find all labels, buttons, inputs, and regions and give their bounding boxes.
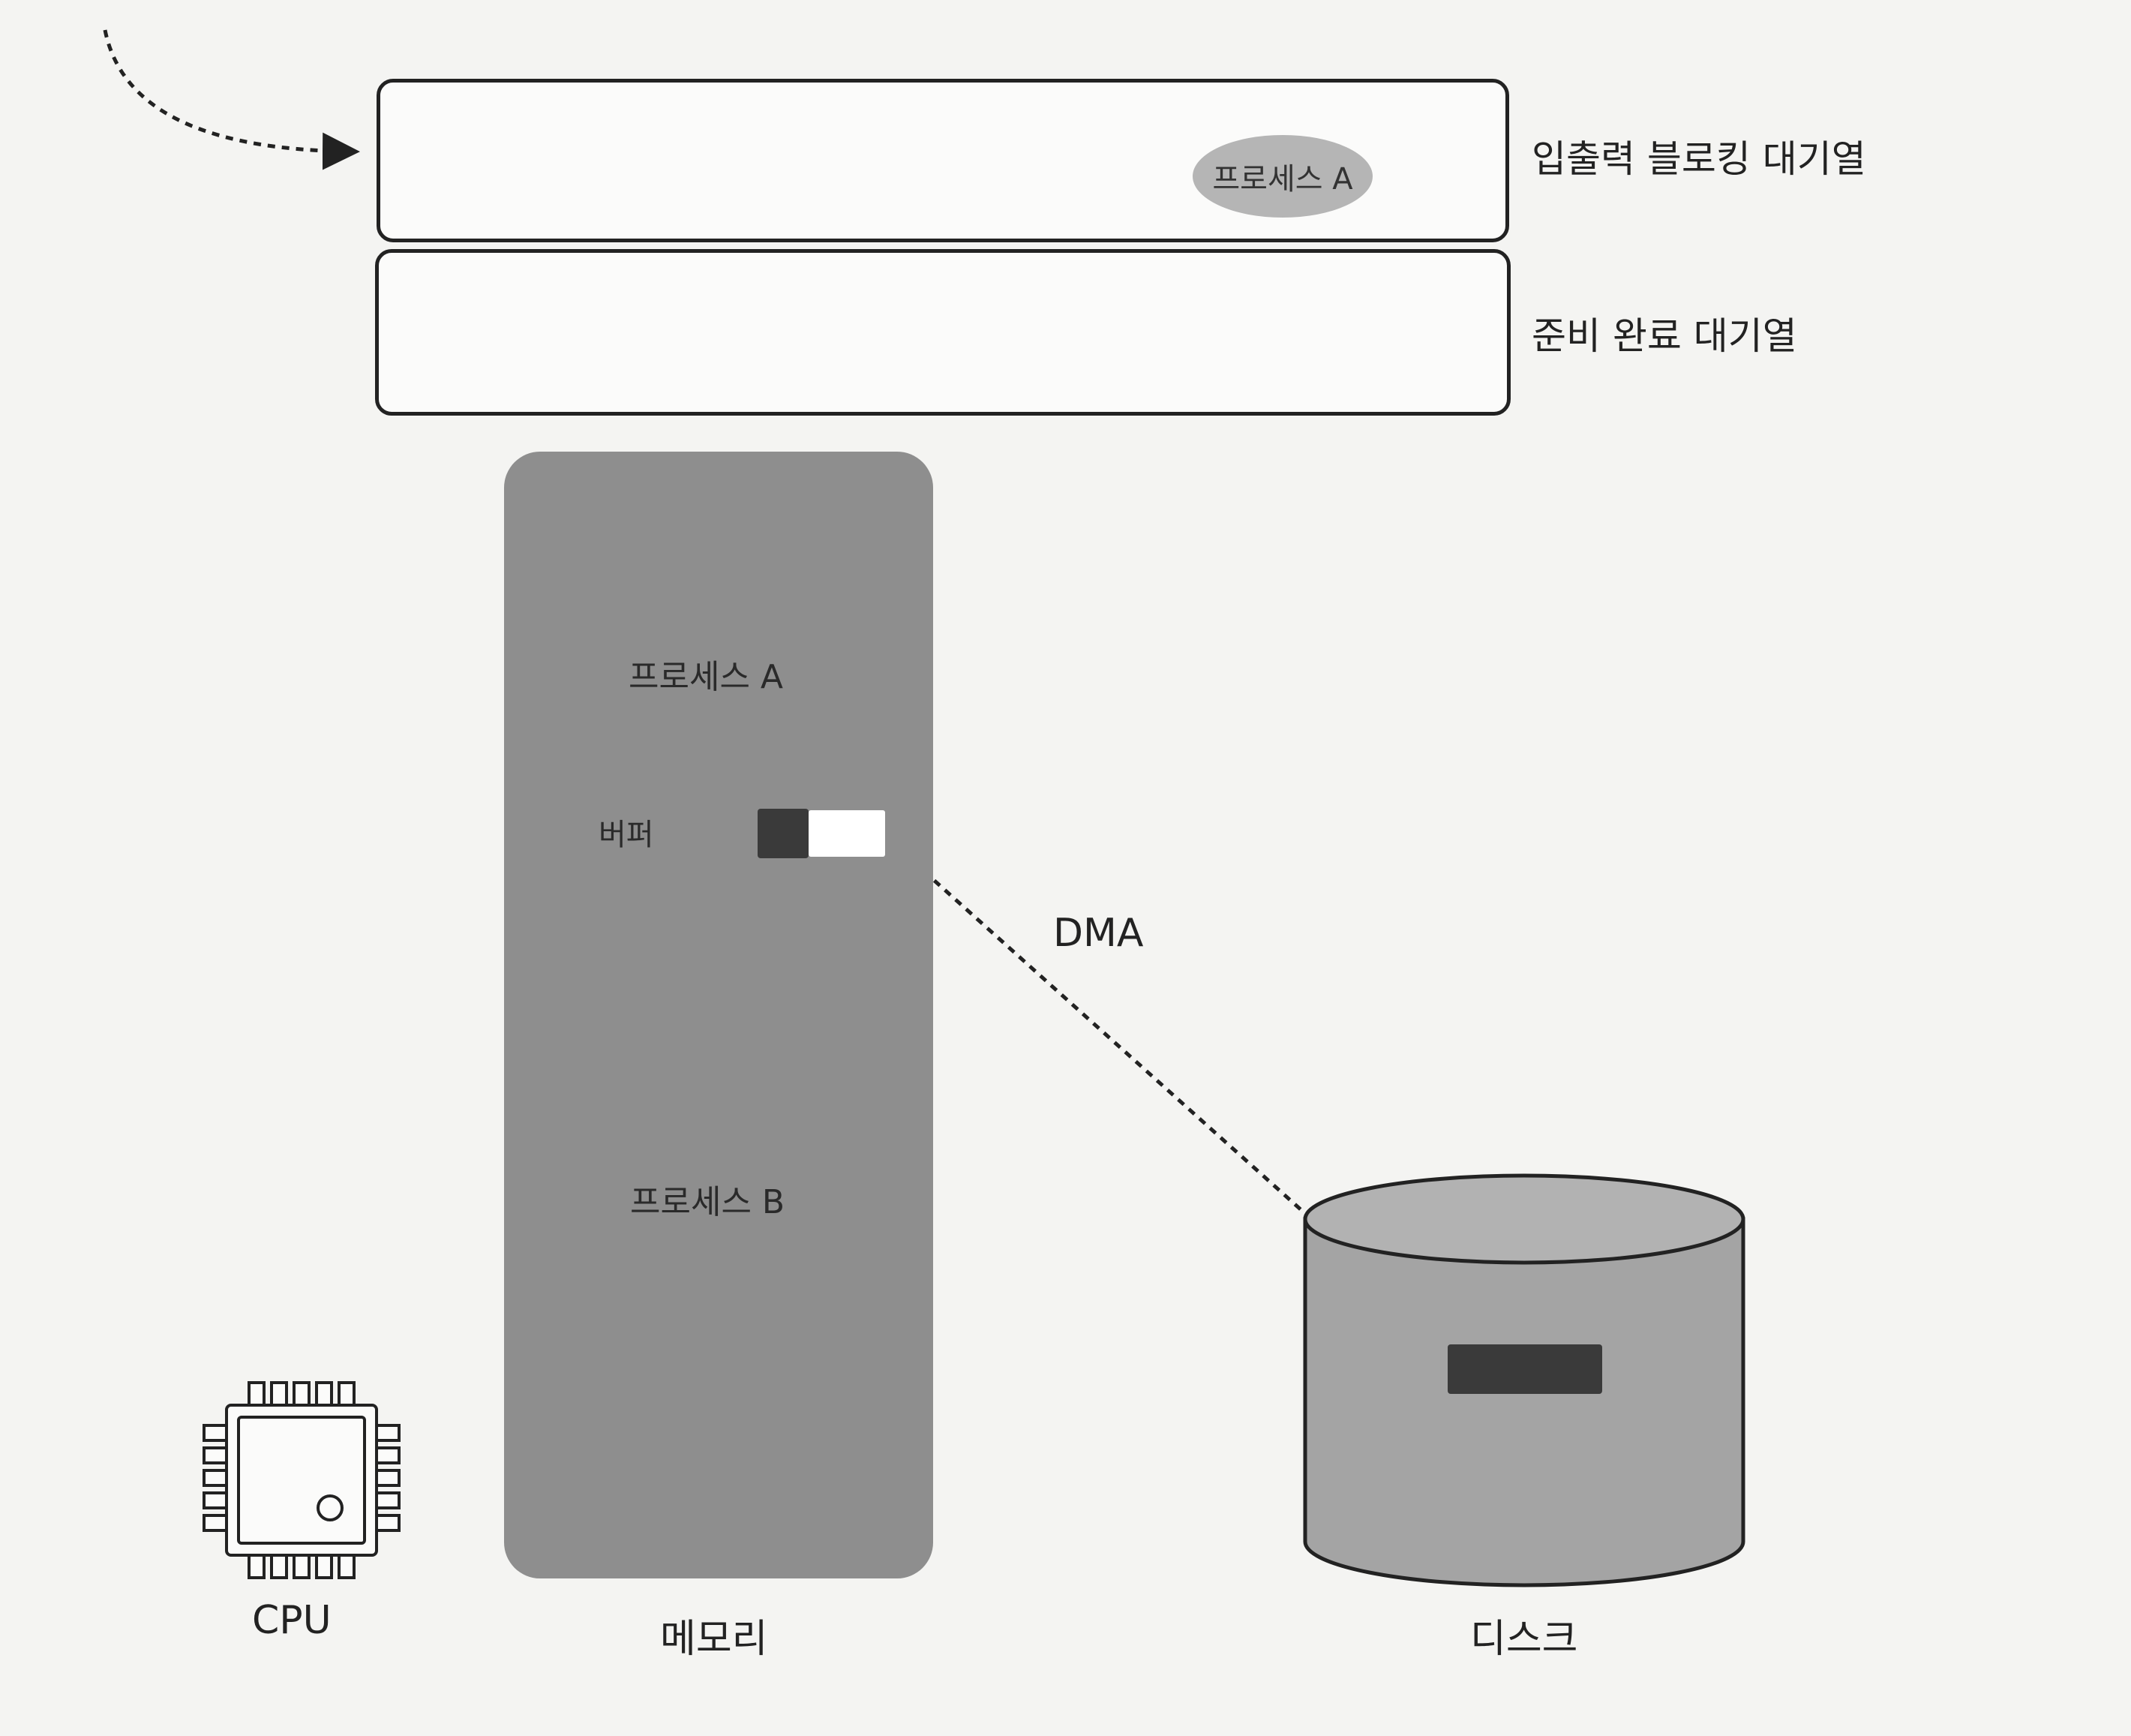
buffer-label: 버퍼 (599, 818, 654, 852)
cpu-chip-icon (203, 1381, 401, 1579)
memory-process-b-label: 프로세스 B (630, 1183, 785, 1221)
incoming-arrow (103, 29, 360, 170)
buffer-filled-segment (758, 809, 809, 858)
io-blocking-queue-label: 입출력 블로킹 대기열 (1532, 137, 1866, 181)
memory-process-a-label: 프로세스 A (629, 658, 784, 696)
cpu-label: CPU (252, 1598, 332, 1643)
disk-data-block (1448, 1344, 1602, 1394)
disk-label: 디스크 (1470, 1617, 1578, 1662)
buffer-empty-segment (809, 810, 885, 857)
ready-queue-label: 준비 완료 대기열 (1532, 314, 1797, 358)
queued-process-a: 프로세스 A (1193, 135, 1373, 218)
memory-block (504, 452, 933, 1578)
memory-label: 메모리 (660, 1617, 768, 1662)
disk (1303, 1173, 1745, 1587)
ready-queue (375, 249, 1511, 416)
queued-process-a-label: 프로세스 A (1212, 162, 1353, 197)
dma-label: DMA (1053, 911, 1144, 956)
